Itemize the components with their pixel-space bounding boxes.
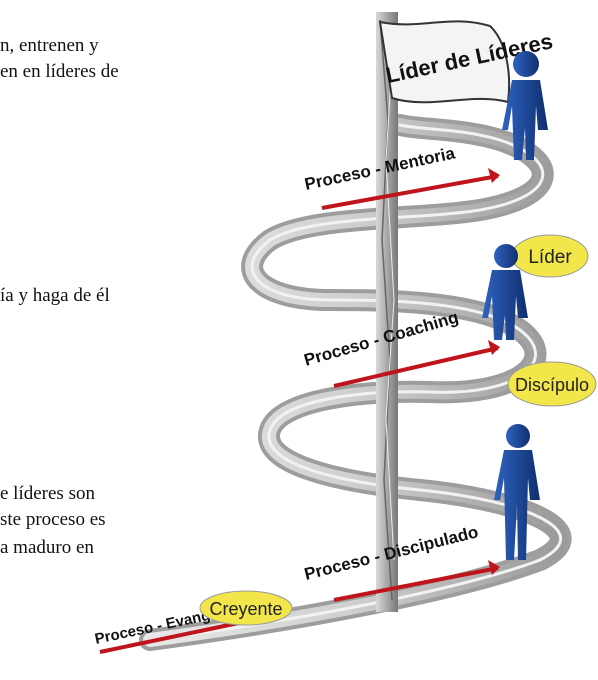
figure-lider [482, 244, 528, 340]
stage-mentoria: Proceso - Mentoria [303, 143, 500, 210]
badge-lider: Líder [511, 234, 589, 278]
paragraph-2-line-1: ía y haga de él [0, 285, 110, 306]
badge-label-creyente: Creyente [209, 599, 282, 619]
badge-creyente: Creyente [199, 590, 293, 626]
central-pole [376, 12, 398, 612]
badge-discipulo: Discípulo [507, 361, 597, 407]
badge-label-lider: Líder [528, 247, 572, 268]
paragraph-3-line-2: ste proceso es [0, 509, 106, 530]
paragraph-1-line-1: n, entrenen y [0, 35, 99, 56]
figure-lider-de-lideres [502, 51, 548, 160]
spiral-ramp [139, 114, 572, 651]
figure-discipulo [494, 424, 540, 560]
paragraph-3-line-3: a maduro en [0, 537, 94, 558]
paragraph-1-line-2: en en líderes de [0, 61, 119, 82]
badge-label-discipulo: Discípulo [515, 375, 589, 395]
paragraph-3-line-1: e líderes son [0, 483, 95, 504]
